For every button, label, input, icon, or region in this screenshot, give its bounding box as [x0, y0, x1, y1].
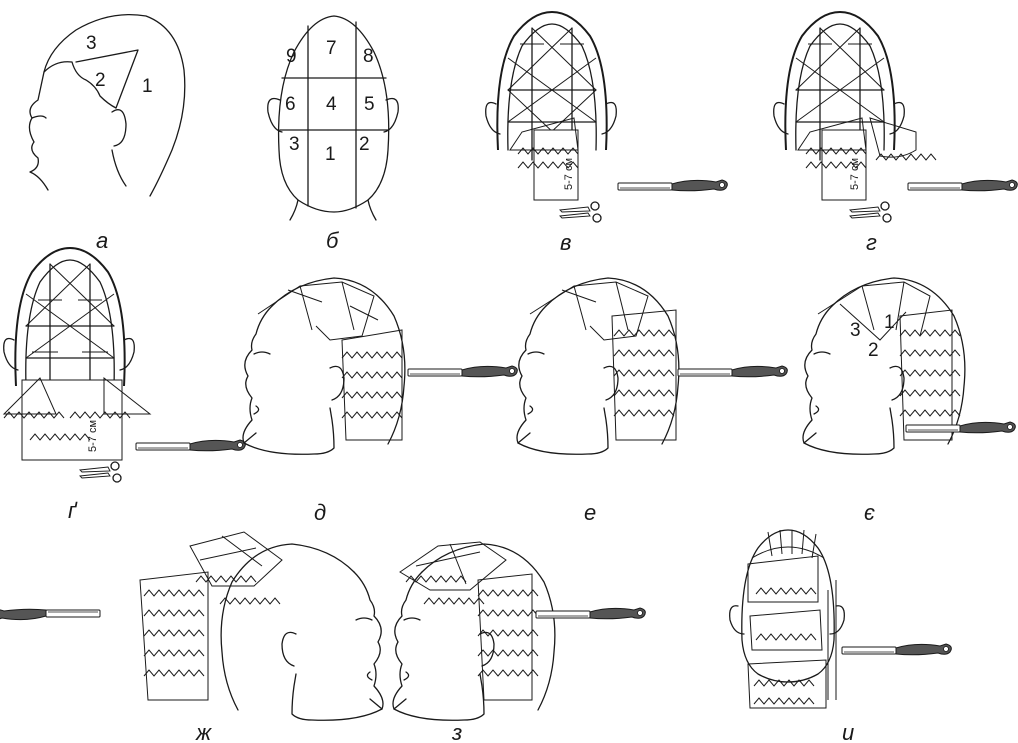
diagram-y-back-vertical	[730, 530, 845, 708]
diagram-v-back-first-strand: 5-7 см	[486, 12, 617, 200]
zone-number: 2	[359, 134, 370, 155]
caption-ye: є	[864, 500, 875, 525]
caption-b: б	[326, 228, 340, 253]
razor-icon	[842, 644, 951, 655]
diagram-h-back-second-strand: 5-7 см	[774, 12, 936, 200]
zone-number: 1	[142, 76, 153, 97]
zone-number: 2	[868, 340, 879, 361]
caption-zh: ж	[195, 720, 212, 743]
zone-number: 3	[850, 320, 861, 341]
caption-y: и	[842, 720, 854, 743]
caption-v: в	[560, 230, 571, 255]
razor-icon	[0, 609, 100, 620]
diagram-a-side-zones: 3 2 1	[29, 15, 184, 196]
zone-number: 2	[95, 70, 106, 91]
razor-icon	[136, 440, 245, 451]
zone-number: 9	[286, 46, 297, 67]
length-mark: 5-7 см	[563, 158, 575, 190]
zone-number: 8	[363, 46, 374, 67]
razor-icon	[678, 366, 787, 377]
zone-number: 4	[326, 94, 337, 115]
razor-icon	[408, 366, 517, 377]
diagram-e-profile-more-layers	[517, 278, 679, 454]
diagram-d-profile-layering	[243, 278, 405, 454]
length-mark: 5-7 см	[87, 420, 99, 452]
zone-number: 3	[86, 33, 97, 54]
zone-number: 6	[285, 94, 296, 115]
caption-z: з	[451, 720, 462, 743]
scissors-icon	[560, 202, 601, 222]
diagram-g-back-side-strands: 5-7 см	[4, 248, 150, 460]
razor-icon	[906, 422, 1015, 433]
zone-number: 7	[326, 38, 337, 59]
caption-h: г	[866, 230, 877, 255]
zone-number: 1	[325, 144, 336, 165]
length-mark: 5-7 см	[849, 158, 861, 190]
caption-d: д	[314, 500, 326, 525]
caption-g: ґ	[68, 498, 78, 523]
razor-icon	[618, 180, 727, 191]
razor-icon	[908, 180, 1017, 191]
diagram-z-profile-left	[393, 542, 555, 720]
zone-number: 1	[884, 312, 895, 333]
zone-number: 5	[364, 94, 375, 115]
scissors-icon	[80, 462, 121, 482]
diagram-b-back-grid: 9 7 8 6 4 5 3 1 2	[268, 16, 399, 220]
caption-e: е	[584, 500, 596, 525]
caption-a: а	[96, 228, 108, 253]
scissors-icon	[850, 202, 891, 222]
diagram-zh-profile-right	[140, 532, 383, 720]
zone-number: 3	[289, 134, 300, 155]
